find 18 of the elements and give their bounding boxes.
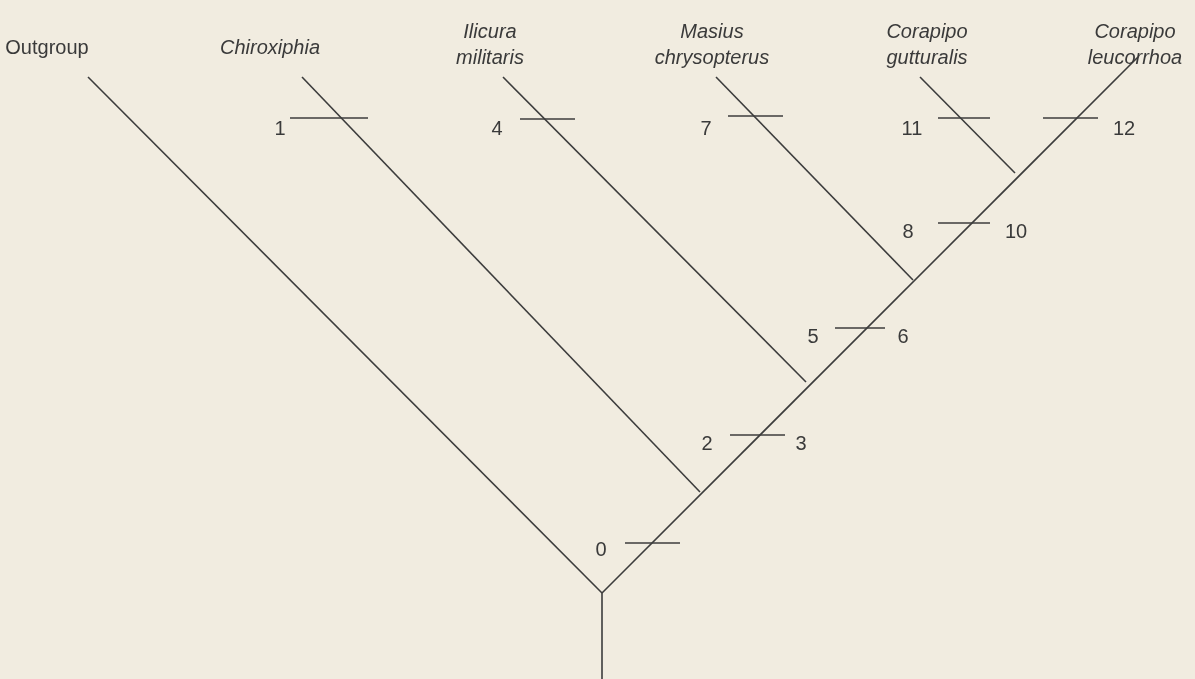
taxon-label: Chiroxiphia xyxy=(218,35,322,60)
character-number: 6 xyxy=(896,324,910,349)
character-number: 8 xyxy=(901,219,915,244)
taxon-label: Outgroup xyxy=(4,35,90,60)
character-number: 2 xyxy=(700,431,714,456)
character-number: 7 xyxy=(699,116,713,141)
character-number: 0 xyxy=(594,537,608,562)
taxon-label: Ilicura militaris xyxy=(455,19,525,70)
character-number: 1 xyxy=(273,116,287,141)
character-number: 5 xyxy=(806,324,820,349)
character-number: 4 xyxy=(490,116,504,141)
character-number: 12 xyxy=(1111,116,1137,141)
character-number: 11 xyxy=(900,116,924,141)
character-number: 10 xyxy=(1003,219,1029,244)
taxon-label: Corapipo gutturalis xyxy=(885,19,969,70)
taxon-label: Masius chrysopterus xyxy=(653,19,771,70)
character-number: 3 xyxy=(794,431,808,456)
taxon-label: Corapipo leucorrhoa xyxy=(1086,19,1184,70)
